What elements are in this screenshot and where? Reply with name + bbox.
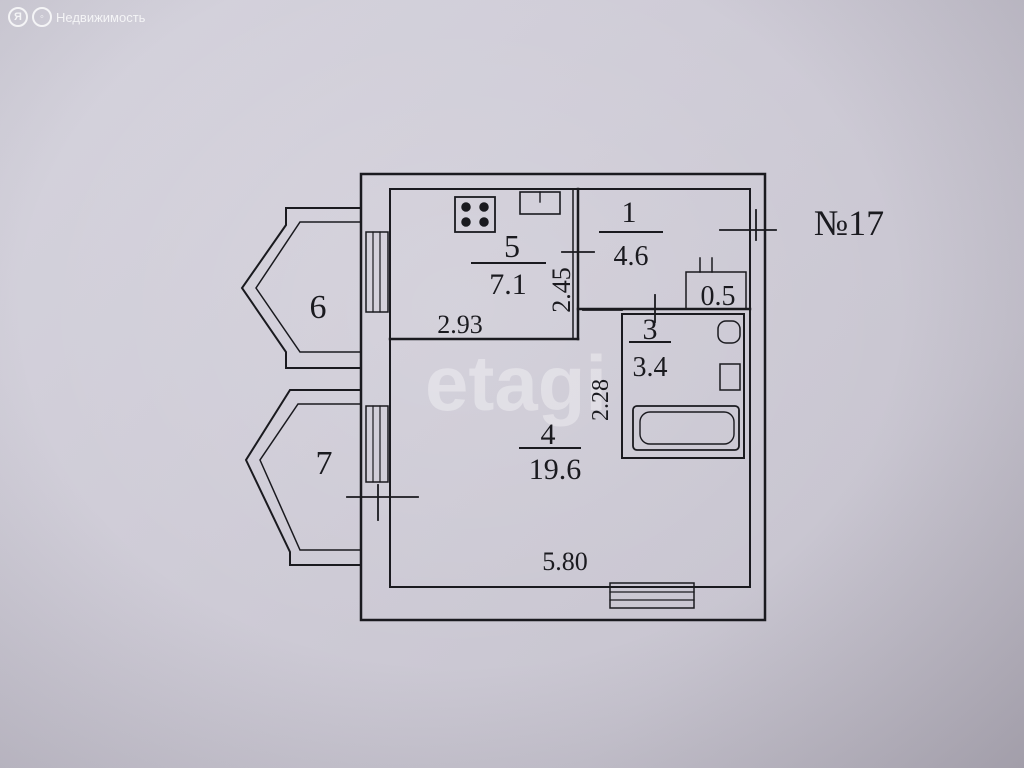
- inner-wall: [389, 188, 751, 588]
- bathtub: [632, 405, 740, 451]
- room-5-number: 5: [504, 228, 520, 264]
- closet-area: 0.5: [701, 281, 736, 312]
- balcony-7: [244, 389, 362, 566]
- window-living: [365, 405, 389, 483]
- sink: [719, 363, 741, 391]
- window-bottom: [609, 582, 695, 609]
- yandex-logo-icon: Я: [8, 7, 28, 27]
- room-1-number: 1: [622, 196, 637, 229]
- room-7-number: 7: [316, 445, 333, 482]
- dim-kitchen-width: 2.93: [437, 310, 483, 339]
- room-6-number: 6: [310, 289, 327, 326]
- dim-bath-depth: 2.28: [588, 379, 614, 421]
- dim-kitchen-depth: 2.45: [547, 267, 576, 313]
- apartment-number: №17: [814, 203, 884, 243]
- outer-wall: [359, 172, 767, 622]
- room-5-area: 7.1: [489, 268, 527, 301]
- dim-living-width: 5.80: [542, 547, 588, 576]
- room-1-area: 4.6: [614, 241, 649, 272]
- room-3-number: 3: [643, 313, 658, 346]
- watermark: etagi: [425, 339, 607, 427]
- balcony-6: [240, 207, 362, 369]
- brand-logo[interactable]: Я ◦ Недвижимость: [8, 7, 145, 27]
- room-4-number: 4: [541, 418, 556, 451]
- realty-logo-icon: ◦: [32, 7, 52, 27]
- stove-icon: [454, 196, 496, 233]
- window-kitchen: [365, 231, 389, 313]
- bathroom-walls: [621, 313, 745, 459]
- room-4-area: 19.6: [529, 453, 582, 486]
- room-3-area: 3.4: [633, 352, 668, 383]
- toilet: [717, 320, 741, 344]
- closet: [685, 271, 747, 310]
- brand-name: Недвижимость: [56, 9, 146, 25]
